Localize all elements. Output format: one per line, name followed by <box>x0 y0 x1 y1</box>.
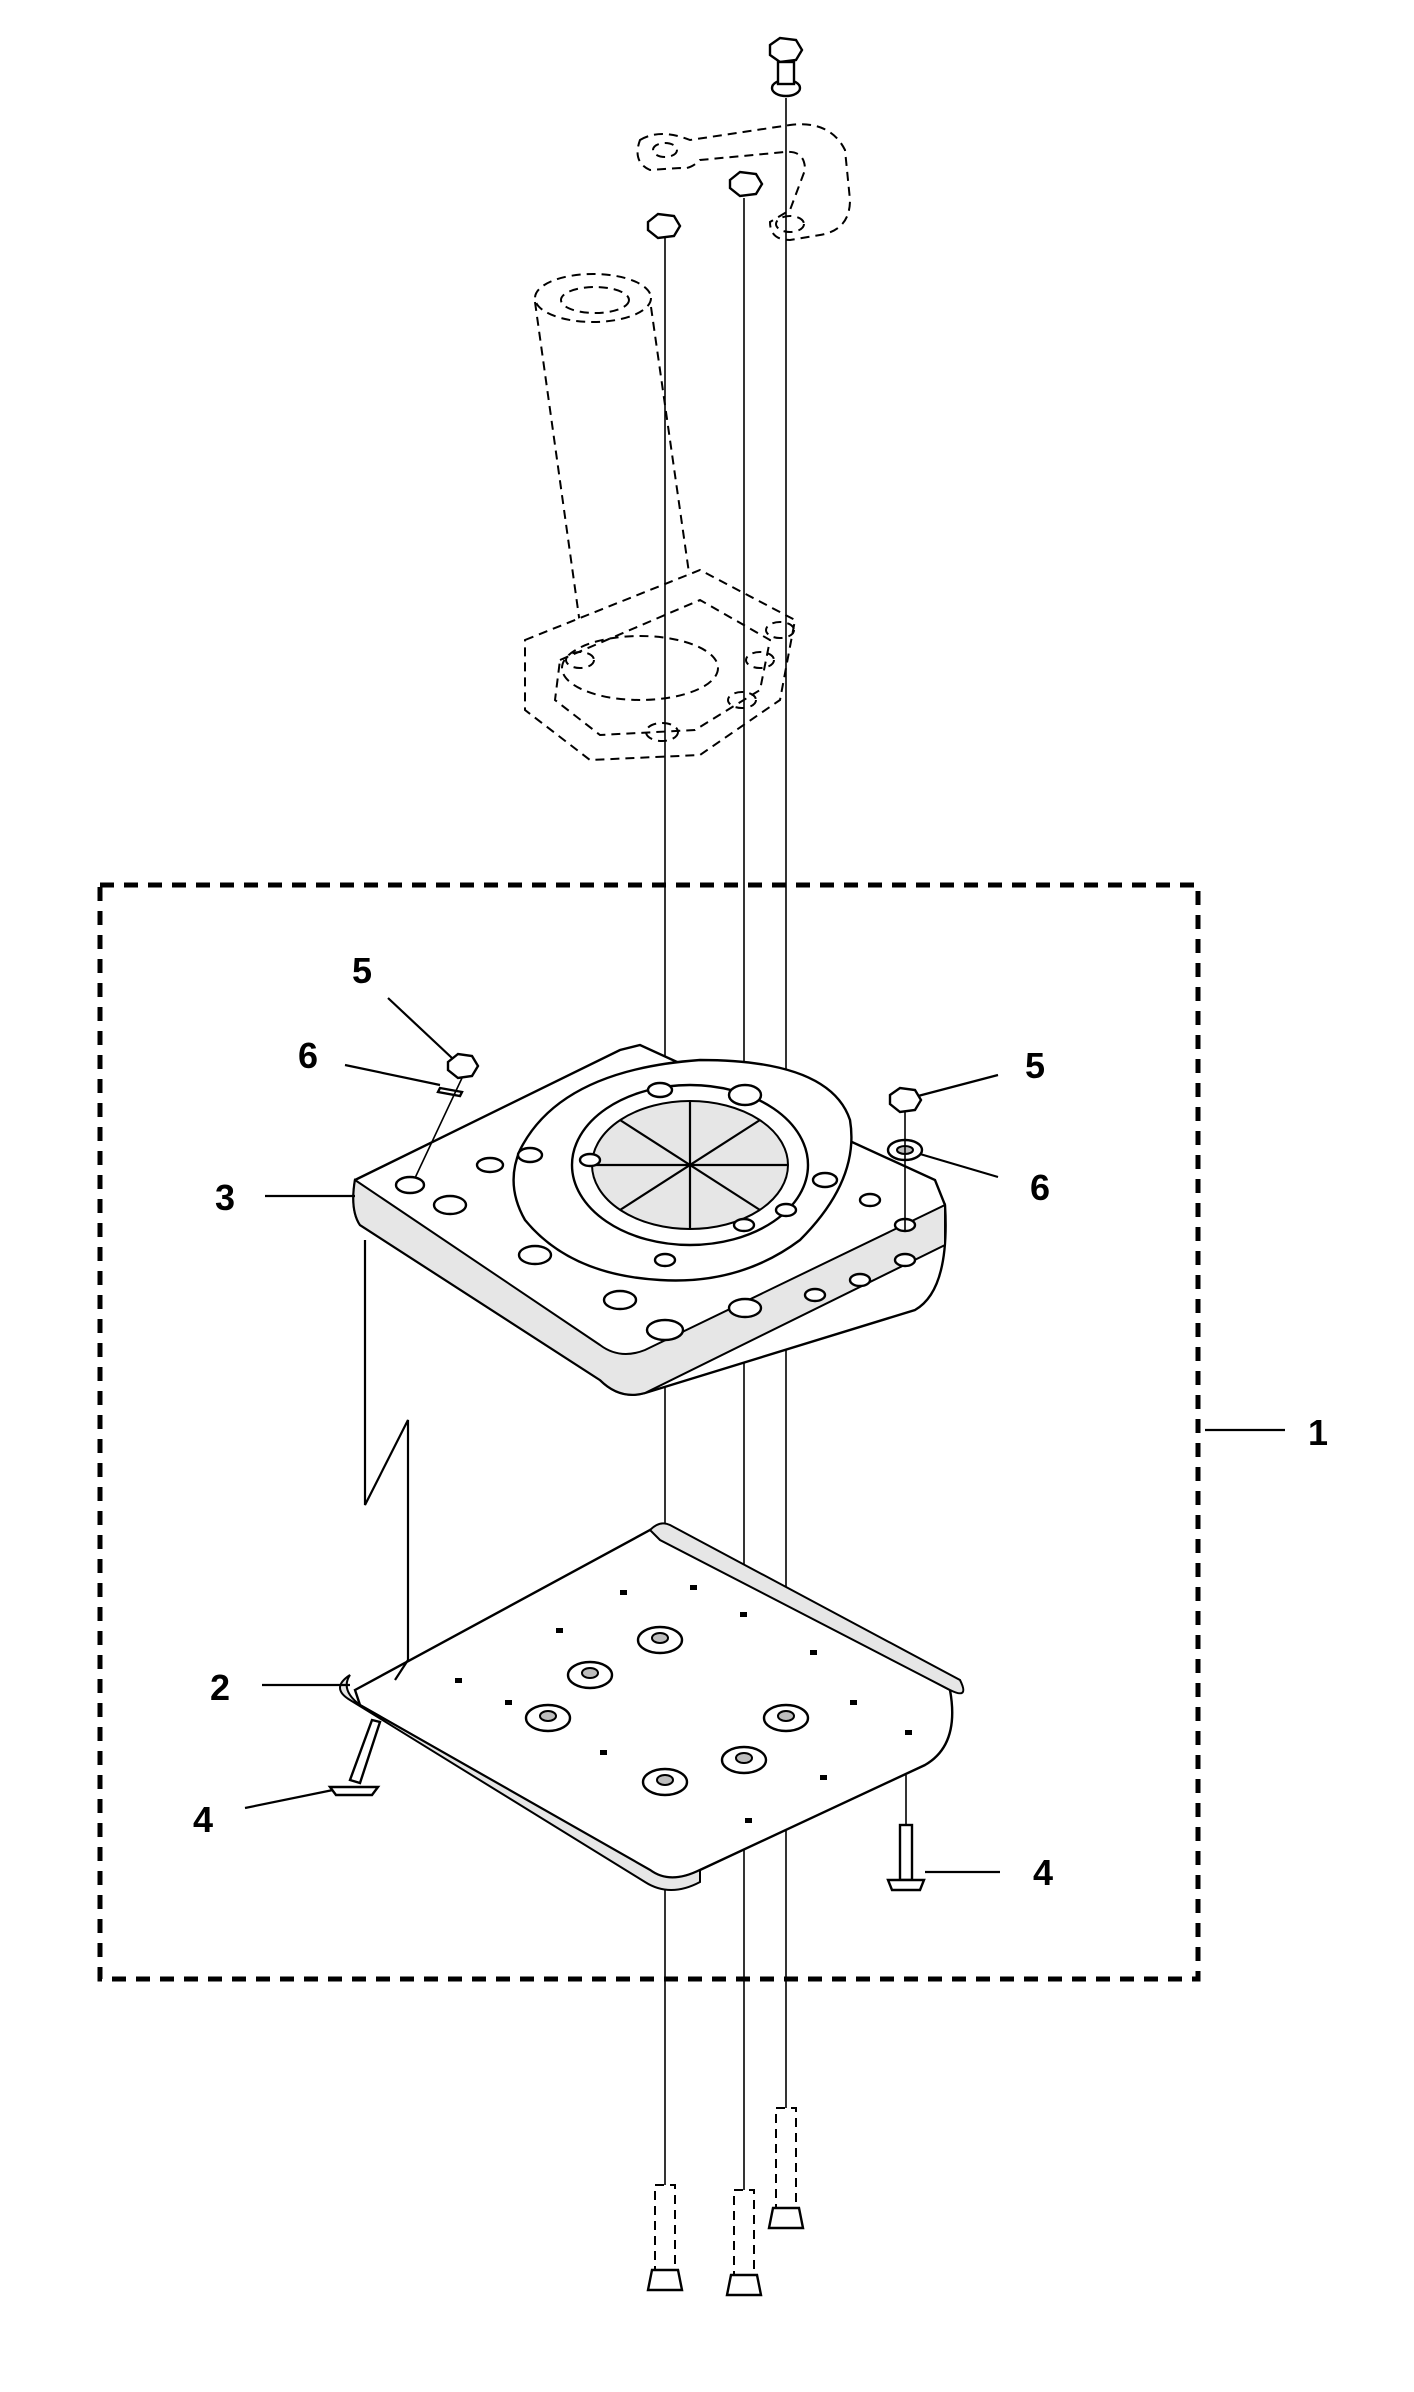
break-line <box>363 1240 410 1681</box>
leader-nut-right <box>917 1073 999 1098</box>
nut-left-part <box>446 1052 480 1080</box>
kit-boundary-box <box>97 882 1201 1982</box>
bolt-left-part <box>327 1718 382 1797</box>
handle-bracket-reference <box>636 123 852 242</box>
long-bolt-right <box>767 2107 805 2230</box>
callout-4-right: 4 <box>1033 1852 1053 1893</box>
axis-line-left-side <box>414 1077 463 1179</box>
top-nut-middle <box>728 170 764 198</box>
callout-6-right: 6 <box>1030 1167 1050 1208</box>
leader-lines <box>244 997 1285 1874</box>
upper-housing-reference <box>524 273 797 762</box>
callout-4-left: 4 <box>193 1799 213 1840</box>
long-bolt-middle <box>725 2189 763 2297</box>
top-nut-bracket <box>768 36 804 98</box>
bolt-right-part <box>886 1775 926 1892</box>
callout-6-left: 6 <box>298 1035 318 1076</box>
damper-plate-part <box>352 1043 947 1397</box>
top-nut-left <box>646 212 682 240</box>
leader-nut-left <box>387 997 453 1059</box>
callout-2: 2 <box>210 1667 230 1708</box>
callout-5-right: 5 <box>1025 1045 1045 1086</box>
long-bolt-left <box>646 2184 684 2292</box>
washer-left-part <box>436 1086 464 1098</box>
leader-bolt-left <box>244 1788 334 1810</box>
callout-5-left: 5 <box>352 950 372 991</box>
leader-washer-left <box>344 1063 441 1087</box>
nut-right-part <box>888 1086 923 1114</box>
callout-1: 1 <box>1308 1412 1328 1453</box>
base-plate-part <box>339 1522 965 1891</box>
leader-washer-right <box>919 1152 999 1179</box>
callout-3: 3 <box>215 1177 235 1218</box>
